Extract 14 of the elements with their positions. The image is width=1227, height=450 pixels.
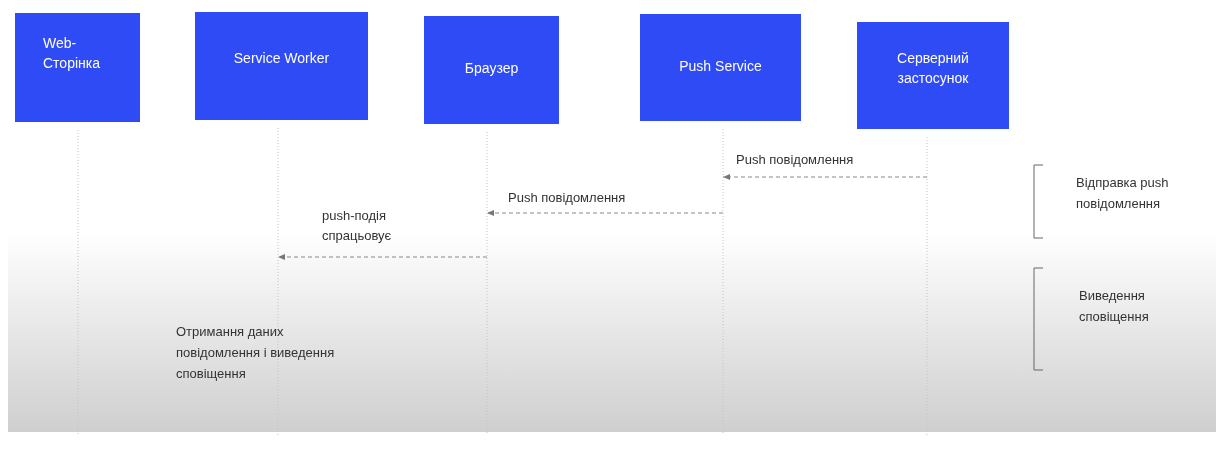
arrow bbox=[277, 254, 488, 260]
note-text: Відправка push повідомлення bbox=[1076, 174, 1170, 213]
arrow bbox=[722, 174, 928, 180]
edge-label: Push повідомлення bbox=[736, 151, 855, 169]
participant-name: Браузер bbox=[463, 59, 520, 78]
participant-name: Серверний застосунок bbox=[896, 49, 970, 89]
edge-label: Push повідомлення bbox=[508, 189, 627, 207]
participant-name: Web- Сторінка bbox=[43, 34, 101, 74]
participant-name: Service Worker bbox=[232, 49, 331, 68]
note-text: Виведення сповіщення bbox=[1079, 287, 1150, 326]
edge-label: push-подія спрацьовує bbox=[322, 207, 393, 246]
participant-name: Push Service bbox=[678, 57, 763, 76]
note-text: Отримання даних повідомлення і виведення сповіщення bbox=[176, 323, 336, 383]
arrow bbox=[486, 210, 724, 216]
